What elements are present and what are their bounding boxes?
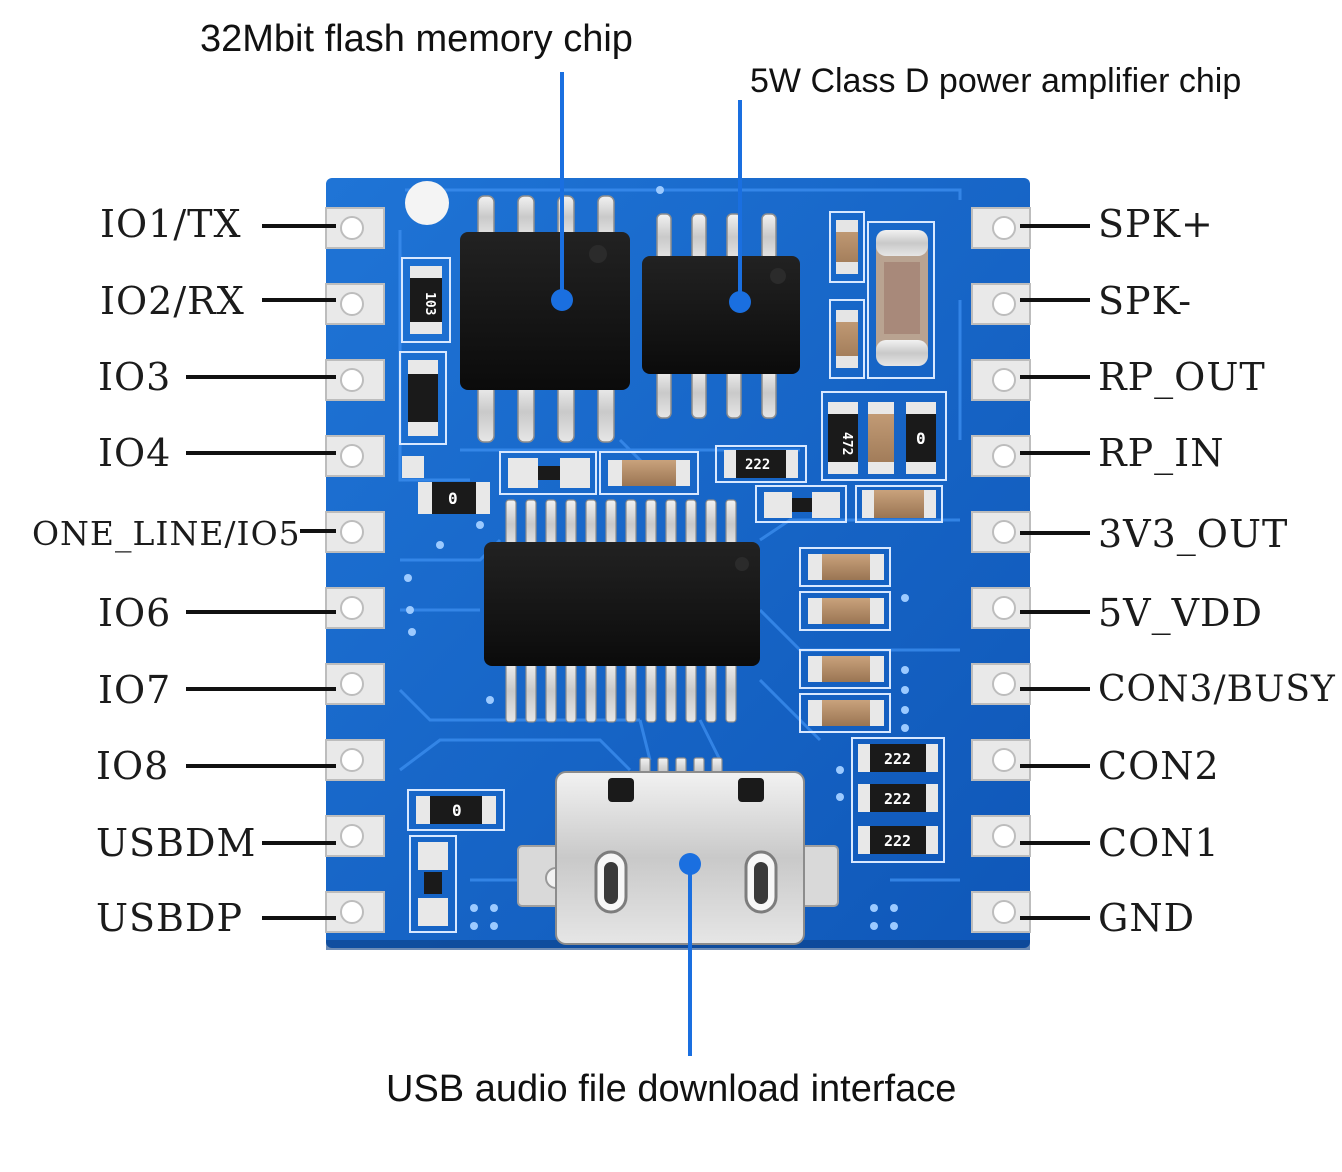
- silk-222-c: 222: [884, 790, 911, 808]
- pin-label-right-1: SPK+: [1098, 202, 1214, 246]
- resistor-0-a: [402, 456, 490, 514]
- left-pad-column: [325, 207, 385, 933]
- pin-label-right-8: CON2: [1098, 744, 1220, 788]
- silk-0-a: 0: [448, 489, 458, 508]
- pin-label-left-10: USBDP: [96, 896, 244, 940]
- resistor-103: [401, 257, 451, 343]
- pin-label-right-9: CON1: [1098, 821, 1220, 865]
- callout-flash-label: 32Mbit flash memory chip: [200, 18, 633, 60]
- pin-label-left-2: IO2/RX: [100, 279, 245, 323]
- capacitor-column-right: [799, 547, 891, 733]
- silk-222-a: 222: [745, 457, 770, 473]
- pin-label-left-5: ONE_LINE/IO5: [32, 514, 301, 553]
- silk-222-d: 222: [884, 832, 911, 850]
- flash-memory-chip: [460, 195, 630, 443]
- pin-label-right-5: 3V3_OUT: [1098, 512, 1289, 556]
- silk-0-b: 0: [916, 429, 926, 448]
- component-row-amp-bottom: [499, 445, 943, 523]
- decoder-chip: [484, 499, 760, 723]
- callout-usb-label: USB audio file download interface: [386, 1068, 957, 1110]
- pin-label-left-9: USBDM: [96, 821, 257, 865]
- pin-label-left-6: IO6: [98, 591, 172, 635]
- pin-label-left-3: IO3: [98, 355, 172, 399]
- pin-label-right-4: RP_IN: [1098, 431, 1225, 475]
- callout-amp-label: 5W Class D power amplifier chip: [750, 62, 1242, 100]
- pcb-vias: [404, 186, 909, 930]
- capacitor-group-top: [829, 211, 865, 379]
- silkscreen-markings: 103 472 222 222 222 222 0 0 0: [422, 292, 926, 850]
- silk-472: 472: [839, 432, 854, 455]
- component-left-mid: [399, 351, 447, 445]
- pin-label-left-1: IO1/TX: [100, 202, 242, 246]
- callout-lines: [560, 72, 742, 1056]
- inductor: [867, 221, 935, 379]
- pin-label-right-3: RP_OUT: [1098, 355, 1266, 399]
- silk-0-c: 0: [452, 801, 462, 820]
- pin-label-right-7: CON3/BUSY: [1098, 669, 1336, 710]
- component-row-middle: [821, 391, 947, 481]
- pin-label-right-10: GND: [1098, 896, 1196, 940]
- pin-leader-lines: [186, 224, 1090, 920]
- pin-label-right-6: 5V_VDD: [1098, 591, 1263, 635]
- pin-label-left-7: IO7: [98, 668, 172, 712]
- usb-c-connector: [517, 757, 839, 945]
- pin-label-right-2: SPK-: [1098, 279, 1193, 323]
- amplifier-chip: [642, 213, 800, 419]
- mounting-hole: [405, 181, 449, 225]
- callout-dots: [551, 289, 751, 875]
- pin-label-left-8: IO8: [96, 744, 170, 788]
- silk-103: 103: [422, 292, 437, 315]
- component-bottom-left: [407, 789, 505, 933]
- resistor-array-222: [851, 737, 945, 863]
- silk-222-b: 222: [884, 750, 911, 768]
- pin-label-left-4: IO4: [98, 431, 172, 475]
